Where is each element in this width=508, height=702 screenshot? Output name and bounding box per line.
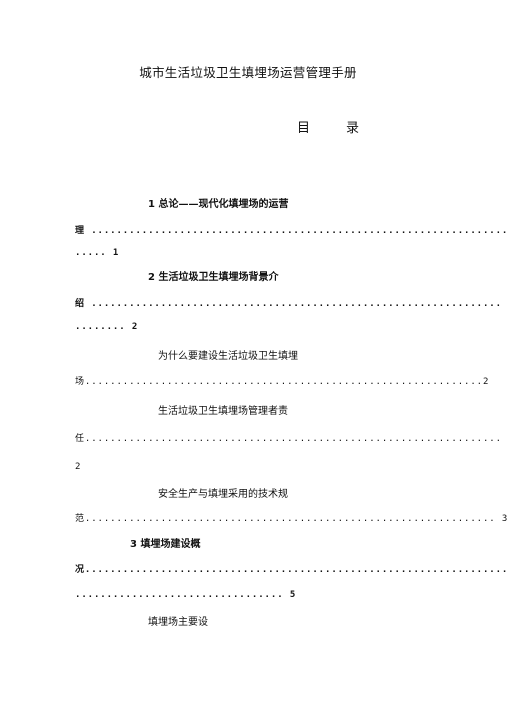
toc-entry-6-leader[interactable]: 况.......................................… bbox=[75, 565, 508, 575]
document-page: 城市生活垃圾卫生填埋场运营管理手册 目录 1 总论——现代化填埋场的运营 理 .… bbox=[75, 65, 508, 628]
toc-heading-right: 录 bbox=[346, 121, 360, 136]
toc-entry-1-leader[interactable]: 理 ......................................… bbox=[75, 226, 508, 236]
toc-entry-1-title[interactable]: 1 总论——现代化填埋场的运营 bbox=[148, 199, 289, 210]
toc-entry-4-page[interactable]: 2 bbox=[75, 462, 82, 472]
toc-entry-7-title[interactable]: 填埋场主要设 bbox=[148, 617, 208, 628]
toc-heading: 目录 bbox=[297, 120, 359, 138]
toc-entry-2-leader[interactable]: 绍 ......................................… bbox=[75, 299, 502, 309]
toc-entry-1-page[interactable]: ..... 1 bbox=[75, 248, 120, 258]
toc-entry-4-leader[interactable]: 任.......................................… bbox=[75, 434, 502, 444]
toc-entry-2-title[interactable]: 2 生活垃圾卫生填埋场背景介 bbox=[148, 272, 279, 283]
toc-heading-left: 目 bbox=[297, 121, 311, 136]
toc-entry-6-title[interactable]: 3 填埋场建设概 bbox=[130, 539, 201, 550]
toc-entry-6-page[interactable]: ................................. 5 bbox=[75, 590, 297, 600]
toc-entry-3-title[interactable]: 为什么要建设生活垃圾卫生填埋 bbox=[158, 351, 298, 362]
toc-entry-5-leader[interactable]: 范.......................................… bbox=[75, 514, 508, 524]
toc-entry-4-title[interactable]: 生活垃圾卫生填埋场管理者责 bbox=[158, 406, 288, 417]
toc-entry-2-page[interactable]: ........ 2 bbox=[75, 322, 139, 332]
toc-entry-3-leader[interactable]: 场.......................................… bbox=[75, 377, 490, 387]
toc-entry-5-title[interactable]: 安全生产与填埋采用的技术规 bbox=[158, 489, 288, 500]
document-title: 城市生活垃圾卫生填埋场运营管理手册 bbox=[139, 65, 357, 80]
